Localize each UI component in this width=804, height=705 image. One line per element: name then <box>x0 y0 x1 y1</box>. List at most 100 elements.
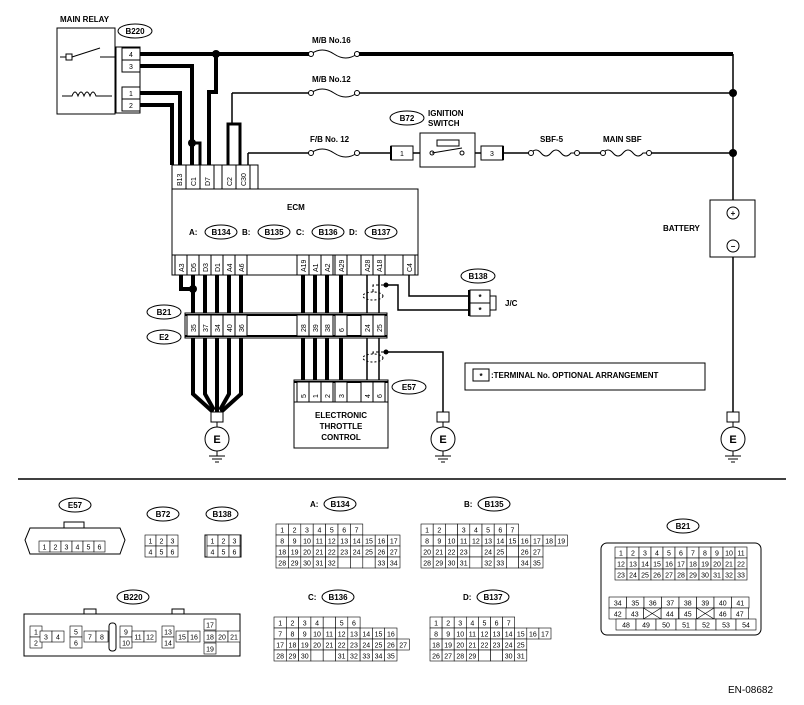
view-cell-label: 5 <box>667 551 671 558</box>
view-cell-label: 2 <box>437 528 441 535</box>
view-cell-label: 24 <box>362 643 370 650</box>
view-cell-label: 5 <box>340 621 344 628</box>
view-cell-label: 21 <box>325 643 333 650</box>
view-badge <box>477 496 511 512</box>
view-cell-label: 43 <box>631 612 639 619</box>
view-cell <box>530 556 544 569</box>
legend-star: * <box>479 372 483 381</box>
view-cell-label: 13 <box>164 630 172 637</box>
b138-badge-label: B138 <box>468 272 488 281</box>
view-cell-label: 6 <box>233 550 237 557</box>
view-cell-label: 44 <box>666 612 674 619</box>
view-cell-label: 16 <box>378 539 386 546</box>
view-prefix: D: <box>463 593 471 602</box>
wire-relay-4-mb16 <box>140 52 733 165</box>
view-cell-label: 5 <box>482 621 486 628</box>
etc-pin-label: 1 <box>313 394 320 398</box>
ecm-bottom-pin-label: D5 <box>191 263 198 272</box>
view-cell <box>387 556 401 569</box>
etc-pin <box>372 381 386 403</box>
view-cell-label: 16 <box>529 632 537 639</box>
view-cell-label: 4 <box>470 621 474 628</box>
view-cell-label: 12 <box>472 539 480 546</box>
view-cell-label: 16 <box>521 539 529 546</box>
view-cell-label: 17 <box>533 539 541 546</box>
view-cell-label: 2 <box>160 539 164 546</box>
fuse-sbf5-label: SBF-5 <box>540 135 564 144</box>
view-cell <box>538 627 552 640</box>
view-cell <box>161 636 175 649</box>
view-cell <box>227 630 241 643</box>
ignition-switch: B72 IGNITION SWITCH 1 3 <box>389 109 504 168</box>
b21-e2-pin-label: 6 <box>339 328 346 332</box>
view-cell-label: 12 <box>146 635 154 642</box>
wire-c4 <box>408 275 470 297</box>
e2-badge-label: E2 <box>159 333 169 342</box>
view-cell-label: 35 <box>533 561 541 568</box>
view-cell-label: 35 <box>631 601 639 608</box>
view-cell <box>51 630 65 643</box>
lower-shield <box>362 338 444 412</box>
view-cell-label: 24 <box>505 643 513 650</box>
jc-star-1: * <box>478 293 482 302</box>
view-cell-label: 3 <box>305 528 309 535</box>
jc-label: J/C <box>505 299 518 308</box>
view-cell-label: 25 <box>517 643 525 650</box>
wire-relay-1 <box>140 91 182 165</box>
ecm-connector-label: B137 <box>371 228 391 237</box>
ignition-title-1: IGNITION <box>428 109 464 118</box>
ecm-connector-badge <box>204 224 238 240</box>
view-cell-label: 24 <box>629 573 637 580</box>
view-cell-label: 31 <box>338 654 346 661</box>
view-cell-label: 12 <box>481 632 489 639</box>
view-cell-label: 32 <box>328 561 336 568</box>
view-cell-label: 52 <box>702 623 710 630</box>
view-cell-label: 31 <box>460 561 468 568</box>
view-cell-label: 21 <box>468 643 476 650</box>
view-cell-label: 10 <box>725 551 733 558</box>
view-cell-label: 10 <box>303 539 311 546</box>
view-cell-label: 20 <box>713 562 721 569</box>
etc-pin <box>360 381 374 403</box>
view-cell-label: 2 <box>222 539 226 546</box>
view-cell-label: 34 <box>521 561 529 568</box>
view-cell-label: 18 <box>206 635 214 642</box>
view-cell-label: 13 <box>484 539 492 546</box>
battery-minus-label: − <box>731 242 736 251</box>
view-cell-label: 1 <box>278 621 282 628</box>
view-cell-label: 5 <box>330 528 334 535</box>
view-cell-label: 22 <box>328 550 336 557</box>
view-cell-label: 8 <box>280 539 284 546</box>
view-cell-label: 17 <box>276 643 284 650</box>
wire-35 <box>191 338 215 414</box>
view-cell-label: 19 <box>291 550 299 557</box>
view-cell-label: 3 <box>303 621 307 628</box>
view-cell-label: 40 <box>719 601 727 608</box>
view-badge-label: B220 <box>123 593 143 602</box>
view-cell <box>143 630 157 643</box>
b21-e2-pin-label: 34 <box>215 324 222 332</box>
view-cell-label: 17 <box>390 539 398 546</box>
view-cell-label: 15 <box>653 562 661 569</box>
view-cell <box>554 534 568 547</box>
view-cell-label: 25 <box>375 643 383 650</box>
view-cell-label: 22 <box>448 550 456 557</box>
view-cell-empty <box>506 545 519 558</box>
etc-pin-label: 4 <box>365 394 372 398</box>
fuse-main-sbf-label: MAIN SBF <box>603 135 642 144</box>
ecm-lower-wires <box>179 275 343 313</box>
ground-terminal <box>210 411 224 423</box>
ground-label: E <box>439 434 446 446</box>
view-cell-empty <box>469 556 483 569</box>
ecm-connector-prefix: D: <box>349 228 357 237</box>
b21-e2-pin-label: 36 <box>239 324 246 332</box>
view-cell-label: 3 <box>171 539 175 546</box>
view-cell-label: 2 <box>54 545 58 552</box>
etc-line3: CONTROL <box>321 433 361 442</box>
ecm-body <box>171 188 419 256</box>
wire-c2 <box>226 122 242 165</box>
junction-dot <box>189 285 197 293</box>
